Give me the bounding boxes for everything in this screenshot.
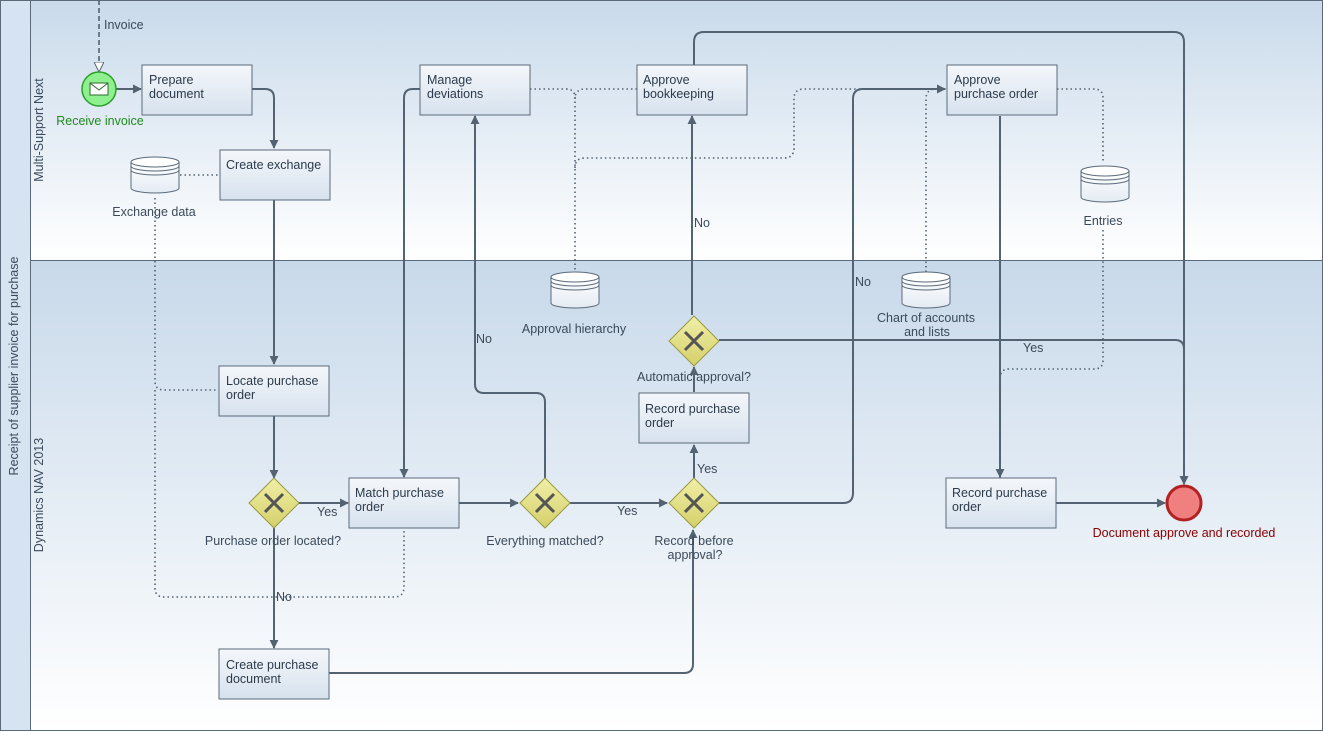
task-label: order [645,416,674,430]
datastore-entries: Entries [1080,165,1130,228]
task-approve-purchase-order[interactable]: Approve purchase order [946,64,1058,116]
task-label: deviations [427,87,483,101]
flow-bookkeeping-end [693,31,1189,485]
datastore-label: Approval hierarchy [522,322,627,336]
sequence-flows [116,31,1189,674]
pool-header [0,0,31,731]
task-locate-purchase-order[interactable]: Locate purchase order [218,365,330,417]
gateway-record-before-approval[interactable] [668,477,720,529]
datastore-label: Chart of accounts [877,311,975,325]
assoc-exchange-locate [154,198,219,391]
assoc-approval-po [574,88,947,169]
lane-multi-support: Multi-Support Next [30,0,1323,261]
pool-title: Receipt of supplier invoice for purchase [7,257,21,476]
task-prepare-document[interactable]: Prepare document [141,64,253,116]
task-label: Approve [954,73,1001,87]
task-record-purchase-order-1[interactable]: Record purchase order [638,392,750,444]
datastore-label: Entries [1084,214,1123,228]
flow-label-yes-auto: Yes [1023,341,1043,355]
task-label: order [355,500,384,514]
task-create-exchange[interactable]: Create exchange [219,149,331,201]
task-label: Approve [643,73,690,87]
flow-label-no-auto: No [694,216,710,230]
task-label: Locate purchase [226,374,318,388]
lane-title-bottom: Dynamics NAV 2013 [32,438,46,552]
assoc-approval-bookkeeping [574,88,637,100]
assoc-entries-po [1057,88,1104,163]
datastore-approval-hierarchy: Approval hierarchy [522,271,627,336]
task-match-purchase-order[interactable]: Match purchase order [348,477,460,529]
task-label: order [226,388,255,402]
datastore-label: Exchange data [112,205,195,219]
task-record-purchase-order-2[interactable]: Record purchase order [945,477,1057,529]
flow-label-yes-po-located: Yes [317,505,337,519]
task-label: Record purchase [645,402,740,416]
x-icon [534,492,556,514]
gateway-label: Automatic approval? [637,370,751,384]
datastore-chart-of-accounts: Chart of accounts and lists [877,271,975,339]
task-label: document [226,672,281,686]
task-label: Record purchase [952,486,1047,500]
gateway-label: Record before [654,534,733,548]
flow-manage-match [399,88,420,478]
task-manage-deviations[interactable]: Manage deviations [419,64,531,116]
task-approve-bookkeeping[interactable]: Approve bookkeeping [636,64,748,116]
flow-label-yes-matched: Yes [617,504,637,518]
x-icon [263,492,285,514]
lane-title-top: Multi-Support Next [32,78,46,182]
task-label: Match purchase [355,486,444,500]
task-create-purchase-document[interactable]: Create purchase document [218,648,330,700]
data-associations [154,88,1104,598]
flow-label-no-record-before: No [855,275,871,289]
assoc-exchange-match [154,390,405,598]
gateway-everything-matched[interactable] [519,477,571,529]
assoc-chart-po [925,88,937,272]
flow-label-no-matched: No [476,332,492,346]
flow-gw2-manage [470,115,546,478]
start-event-label: Receive invoice [56,114,144,128]
datastore-exchange-data: Exchange data [112,156,196,219]
x-icon [683,330,705,352]
task-label: Create purchase [226,658,318,672]
gateway-purchase-order-located[interactable] [248,477,300,529]
start-event[interactable] [81,71,117,107]
flow-prepare-exchange [252,88,279,149]
end-event-label: Document approve and recorded [1093,526,1276,540]
task-label: Create exchange [226,158,321,172]
datastore-label: and lists [904,325,950,339]
task-label: document [149,87,204,101]
gateway-label: Purchase order located? [205,534,341,548]
end-event[interactable] [1165,484,1203,522]
task-label: bookkeeping [643,87,714,101]
message-label: Invoice [104,18,144,32]
assoc-approval-manage [530,88,576,270]
flow-label-no-po-located: No [276,590,292,604]
gateway-label: Everything matched? [486,534,603,548]
gateway-automatic-approval[interactable] [668,315,720,367]
task-label: Prepare [149,73,194,87]
task-label: purchase order [954,87,1038,101]
task-label: Manage [427,73,472,87]
flow-gw3-approvepo [719,84,946,504]
task-label: order [952,500,981,514]
x-icon [683,492,705,514]
flow-create-gw3 [329,529,698,674]
gateway-label: approval? [668,548,723,562]
flow-label-yes-record-before: Yes [697,462,717,476]
